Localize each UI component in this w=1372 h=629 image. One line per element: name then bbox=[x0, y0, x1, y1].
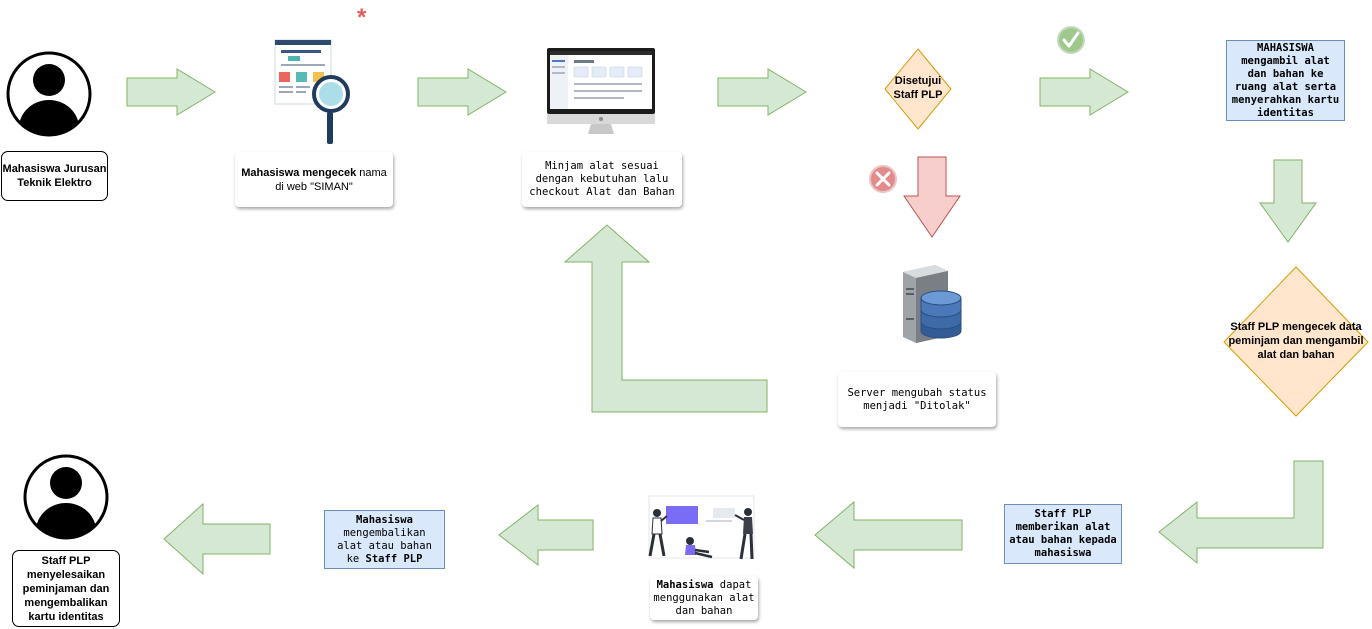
flow-arrow-down-right bbox=[1259, 159, 1317, 243]
staff-check-diamond bbox=[1223, 266, 1369, 417]
approval-label: Disetujui Staff PLP bbox=[893, 75, 943, 101]
bent-arrow-right bbox=[1158, 460, 1324, 565]
approval-diamond bbox=[884, 48, 952, 130]
staff-check-label: Staff PLP mengecek data peminjam dan men… bbox=[1228, 321, 1364, 361]
web-search-illustration bbox=[274, 39, 350, 144]
step-staff-give: Staff PLP memberikan alat atau bahan kep… bbox=[1004, 504, 1122, 564]
step-return-items: Mahasiswa mengembalikan alat atau bahan … bbox=[324, 510, 445, 569]
reject-arrow bbox=[903, 156, 961, 238]
flow-arrow-left-1 bbox=[814, 500, 963, 570]
students-using-items-illustration bbox=[648, 495, 755, 560]
required-marker: * bbox=[357, 4, 367, 31]
flow-arrow-left-3 bbox=[163, 502, 271, 576]
staff-avatar-icon bbox=[23, 454, 109, 540]
flow-arrow-left-2 bbox=[498, 503, 594, 567]
monitor-illustration bbox=[547, 48, 655, 134]
check-circle-icon bbox=[1057, 26, 1085, 54]
flow-arrow-4 bbox=[1039, 68, 1129, 116]
flow-arrow-2 bbox=[417, 68, 507, 116]
flow-arrow-1 bbox=[126, 68, 216, 116]
step-server-reject: Server mengubah status menjadi "Ditolak" bbox=[838, 372, 996, 427]
x-circle-icon bbox=[869, 165, 897, 193]
server-database-icon bbox=[903, 265, 962, 343]
actor-staff-label: Staff PLP menyelesaikan peminjaman dan m… bbox=[12, 550, 120, 627]
step-check-web: Mahasiswa mengecek nama di web "SIMAN" bbox=[235, 152, 393, 207]
step-checkout: Minjam alat sesuai dengan kebutuhan lalu… bbox=[522, 152, 682, 207]
actor-student-label: Mahasiswa Jurusan Teknik Elektro bbox=[1, 151, 108, 201]
step-use-items: Mahasiswa dapat menggunakan alat dan bah… bbox=[650, 576, 758, 620]
return-loop-arrow bbox=[563, 224, 768, 413]
step-take-items: MAHASISWA mengambil alat dan bahan ke ru… bbox=[1226, 40, 1345, 121]
student-avatar-icon bbox=[6, 51, 92, 137]
flow-arrow-3 bbox=[717, 68, 807, 116]
